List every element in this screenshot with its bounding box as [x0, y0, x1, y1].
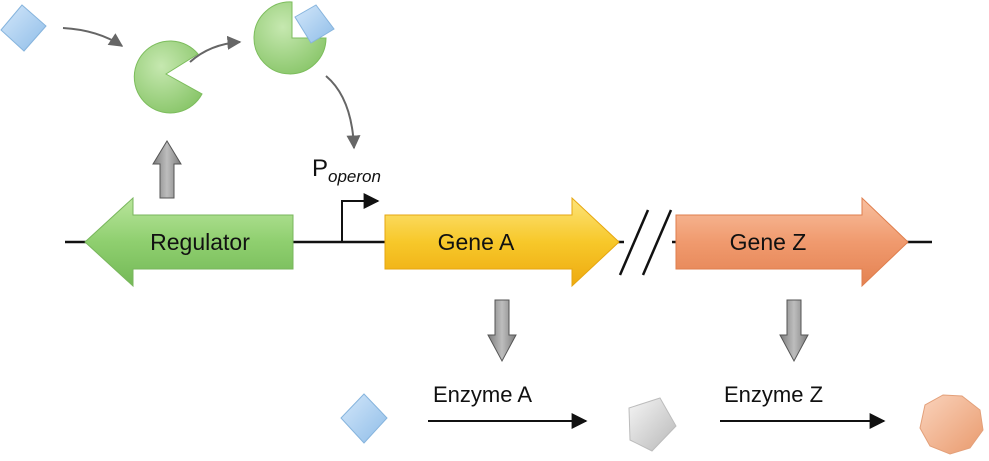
- repression-arrow: [325, 75, 361, 150]
- gene-z-label: Gene Z: [730, 229, 807, 255]
- promoter: Poperon: [312, 155, 381, 242]
- regulator-gene: Regulator: [84, 196, 294, 288]
- enzyme-z-reaction: Enzyme Z: [720, 382, 886, 429]
- expression-arrow-gene-z: [779, 299, 809, 363]
- product-molecule: [919, 394, 984, 455]
- intermediate-molecule: [628, 397, 677, 452]
- regulator-inducer-complex: [253, 1, 335, 75]
- gene-a-label: Gene A: [438, 229, 515, 255]
- dna-break-mark: [618, 209, 673, 276]
- enzyme-z-label: Enzyme Z: [724, 382, 823, 407]
- gene-z: Gene Z: [675, 196, 909, 288]
- expression-arrow-gene-a: [487, 299, 517, 363]
- expression-arrow-regulator: [152, 140, 182, 199]
- enzyme-a-label: Enzyme A: [433, 382, 532, 407]
- inducer-molecule: [0, 4, 47, 52]
- enzyme-a-reaction: Enzyme A: [428, 382, 588, 429]
- gene-a: Gene A: [384, 196, 620, 288]
- binding-arrow-2: [189, 35, 242, 63]
- promoter-label: Poperon: [312, 155, 381, 186]
- regulator-gene-label: Regulator: [150, 229, 250, 255]
- regulator-protein-unbound: [133, 40, 203, 114]
- binding-arrow-1: [62, 27, 124, 47]
- substrate-molecule: [340, 393, 388, 444]
